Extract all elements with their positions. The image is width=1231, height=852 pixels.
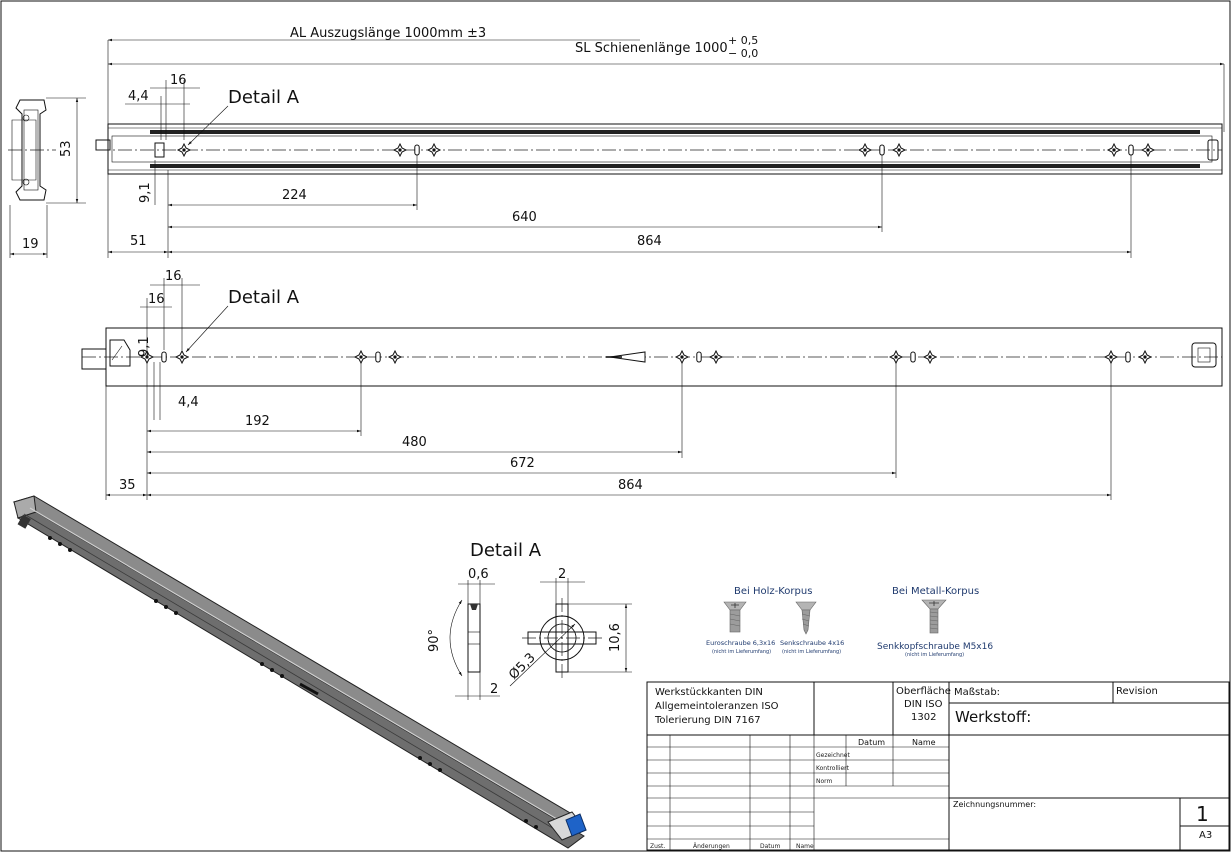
sl-label: SL Schienenlänge 1000: [575, 41, 728, 56]
hole-detail-a-bottom: [175, 350, 189, 364]
s1-note: (nicht im Lieferumfang): [712, 649, 771, 655]
senkkopfschraube-icon: [921, 599, 947, 634]
oberflaeche-3: 1302: [911, 712, 936, 723]
stop-wedge: [609, 351, 646, 363]
isometric-view: [12, 495, 587, 849]
zeichnungsnummer: Zeichnungsnummer:: [953, 800, 1036, 809]
zust: Zust.: [650, 843, 665, 850]
dim-90: 90°: [427, 629, 442, 652]
datum: Datum: [858, 738, 885, 747]
oberflaeche-2: DIN ISO: [904, 699, 943, 710]
dim-16-b-bottom: 16: [148, 292, 165, 307]
hole-detail-a: [177, 143, 191, 157]
dim-640: 640: [512, 210, 537, 225]
werkstoff: Werkstoff:: [955, 708, 1031, 726]
blue-clip: [565, 813, 587, 837]
dim-2-bottom: 2: [490, 682, 498, 697]
sheet-format: A3: [1199, 830, 1212, 841]
title-block: Werkstückkanten DIN Allgemeintoleranzen …: [646, 681, 1230, 851]
name: Name: [912, 738, 936, 747]
dim-16-a-bottom: 16: [165, 269, 182, 284]
dim-35: 35: [119, 478, 136, 493]
dim-10-6: 10,6: [608, 623, 623, 652]
hole-group-224: [394, 144, 440, 156]
hole-group-640: [859, 144, 905, 156]
werkstueckkanten: Werkstückkanten DIN: [655, 687, 763, 698]
s2-note: (nicht im Lieferumfang): [782, 649, 841, 655]
dim-19: 19: [22, 237, 39, 252]
sl-tol-minus: − 0,0: [728, 47, 758, 60]
kontrolliert: Kontrolliert: [816, 765, 850, 772]
dim-9-1-bottom: 9,1: [137, 336, 152, 357]
s3-label: Senkkopfschraube M5x16: [877, 642, 993, 652]
sheet-number: 1: [1196, 802, 1209, 826]
dim-53: 53: [59, 140, 74, 157]
s3-note: (nicht im Lieferumfang): [905, 652, 964, 658]
dim-d5-3: Ø5,3: [506, 650, 538, 682]
sl-tol-plus: + 0,5: [728, 34, 758, 47]
tolerierung: Tolerierung DIN 7167: [654, 715, 761, 726]
dim-480: 480: [402, 435, 427, 450]
dim-224: 224: [282, 188, 307, 203]
metall-title: Bei Metall-Korpus: [892, 586, 979, 597]
dim-2-top: 2: [558, 567, 566, 582]
euroschraube-icon: [723, 601, 747, 633]
holz-title: Bei Holz-Korpus: [734, 586, 812, 597]
rail-top-outline: [107, 123, 1223, 175]
oberflaeche-1: Oberfläche: [896, 686, 951, 697]
dim-4-4-top: 4,4: [128, 89, 149, 104]
rail-groove-top: [150, 130, 1200, 134]
dim-864-bottom: 864: [618, 478, 643, 493]
dim-4-4-bottom: 4,4: [178, 395, 199, 410]
dim-192: 192: [245, 414, 270, 429]
name-small: Name: [796, 843, 814, 850]
dim-16-top: 16: [170, 73, 187, 88]
detail-a-title: Detail A: [470, 540, 542, 561]
hole-group-864: [1108, 144, 1154, 156]
s2-label: Senkschraube 4x16: [780, 639, 844, 647]
norm: Norm: [816, 778, 833, 785]
rail-profile: [8, 99, 56, 201]
dim-864-top: 864: [637, 234, 662, 249]
screw-panel: Bei Holz-Korpus Bei Metall-Korpus Eurosc…: [706, 586, 993, 658]
top-view: AL Auszugslänge 1000mm ±3 SL Schienenlän…: [8, 26, 1225, 258]
dim-51: 51: [130, 234, 147, 249]
detail-a-label-top: Detail A: [228, 87, 300, 108]
bottom-view: Detail A 16 16 9,1 4,4 192 480 672 35 86…: [81, 269, 1223, 500]
s1-label: Euroschraube 6,3x16: [706, 639, 775, 647]
allgemeintoleranzen: Allgemeintoleranzen ISO: [655, 701, 779, 712]
rail-groove-bottom: [150, 164, 1200, 168]
detail-a: Detail A 0,6 90° 2 2 10,6: [427, 540, 632, 700]
al-label: AL Auszugslänge 1000mm ±3: [290, 26, 486, 41]
dim-0-6: 0,6: [468, 567, 489, 582]
dim-9-1-top: 9,1: [138, 182, 153, 203]
detail-a-label-bottom: Detail A: [228, 287, 300, 308]
senkschraube-icon: [795, 601, 817, 635]
dim-672: 672: [510, 456, 535, 471]
datum-small: Datum: [760, 843, 780, 850]
revision: Revision: [1116, 686, 1158, 697]
aenderungen: Änderungen: [693, 843, 730, 850]
gezeichnet: Gezeichnet: [816, 752, 850, 759]
massstab: Maßstab:: [954, 687, 1000, 698]
